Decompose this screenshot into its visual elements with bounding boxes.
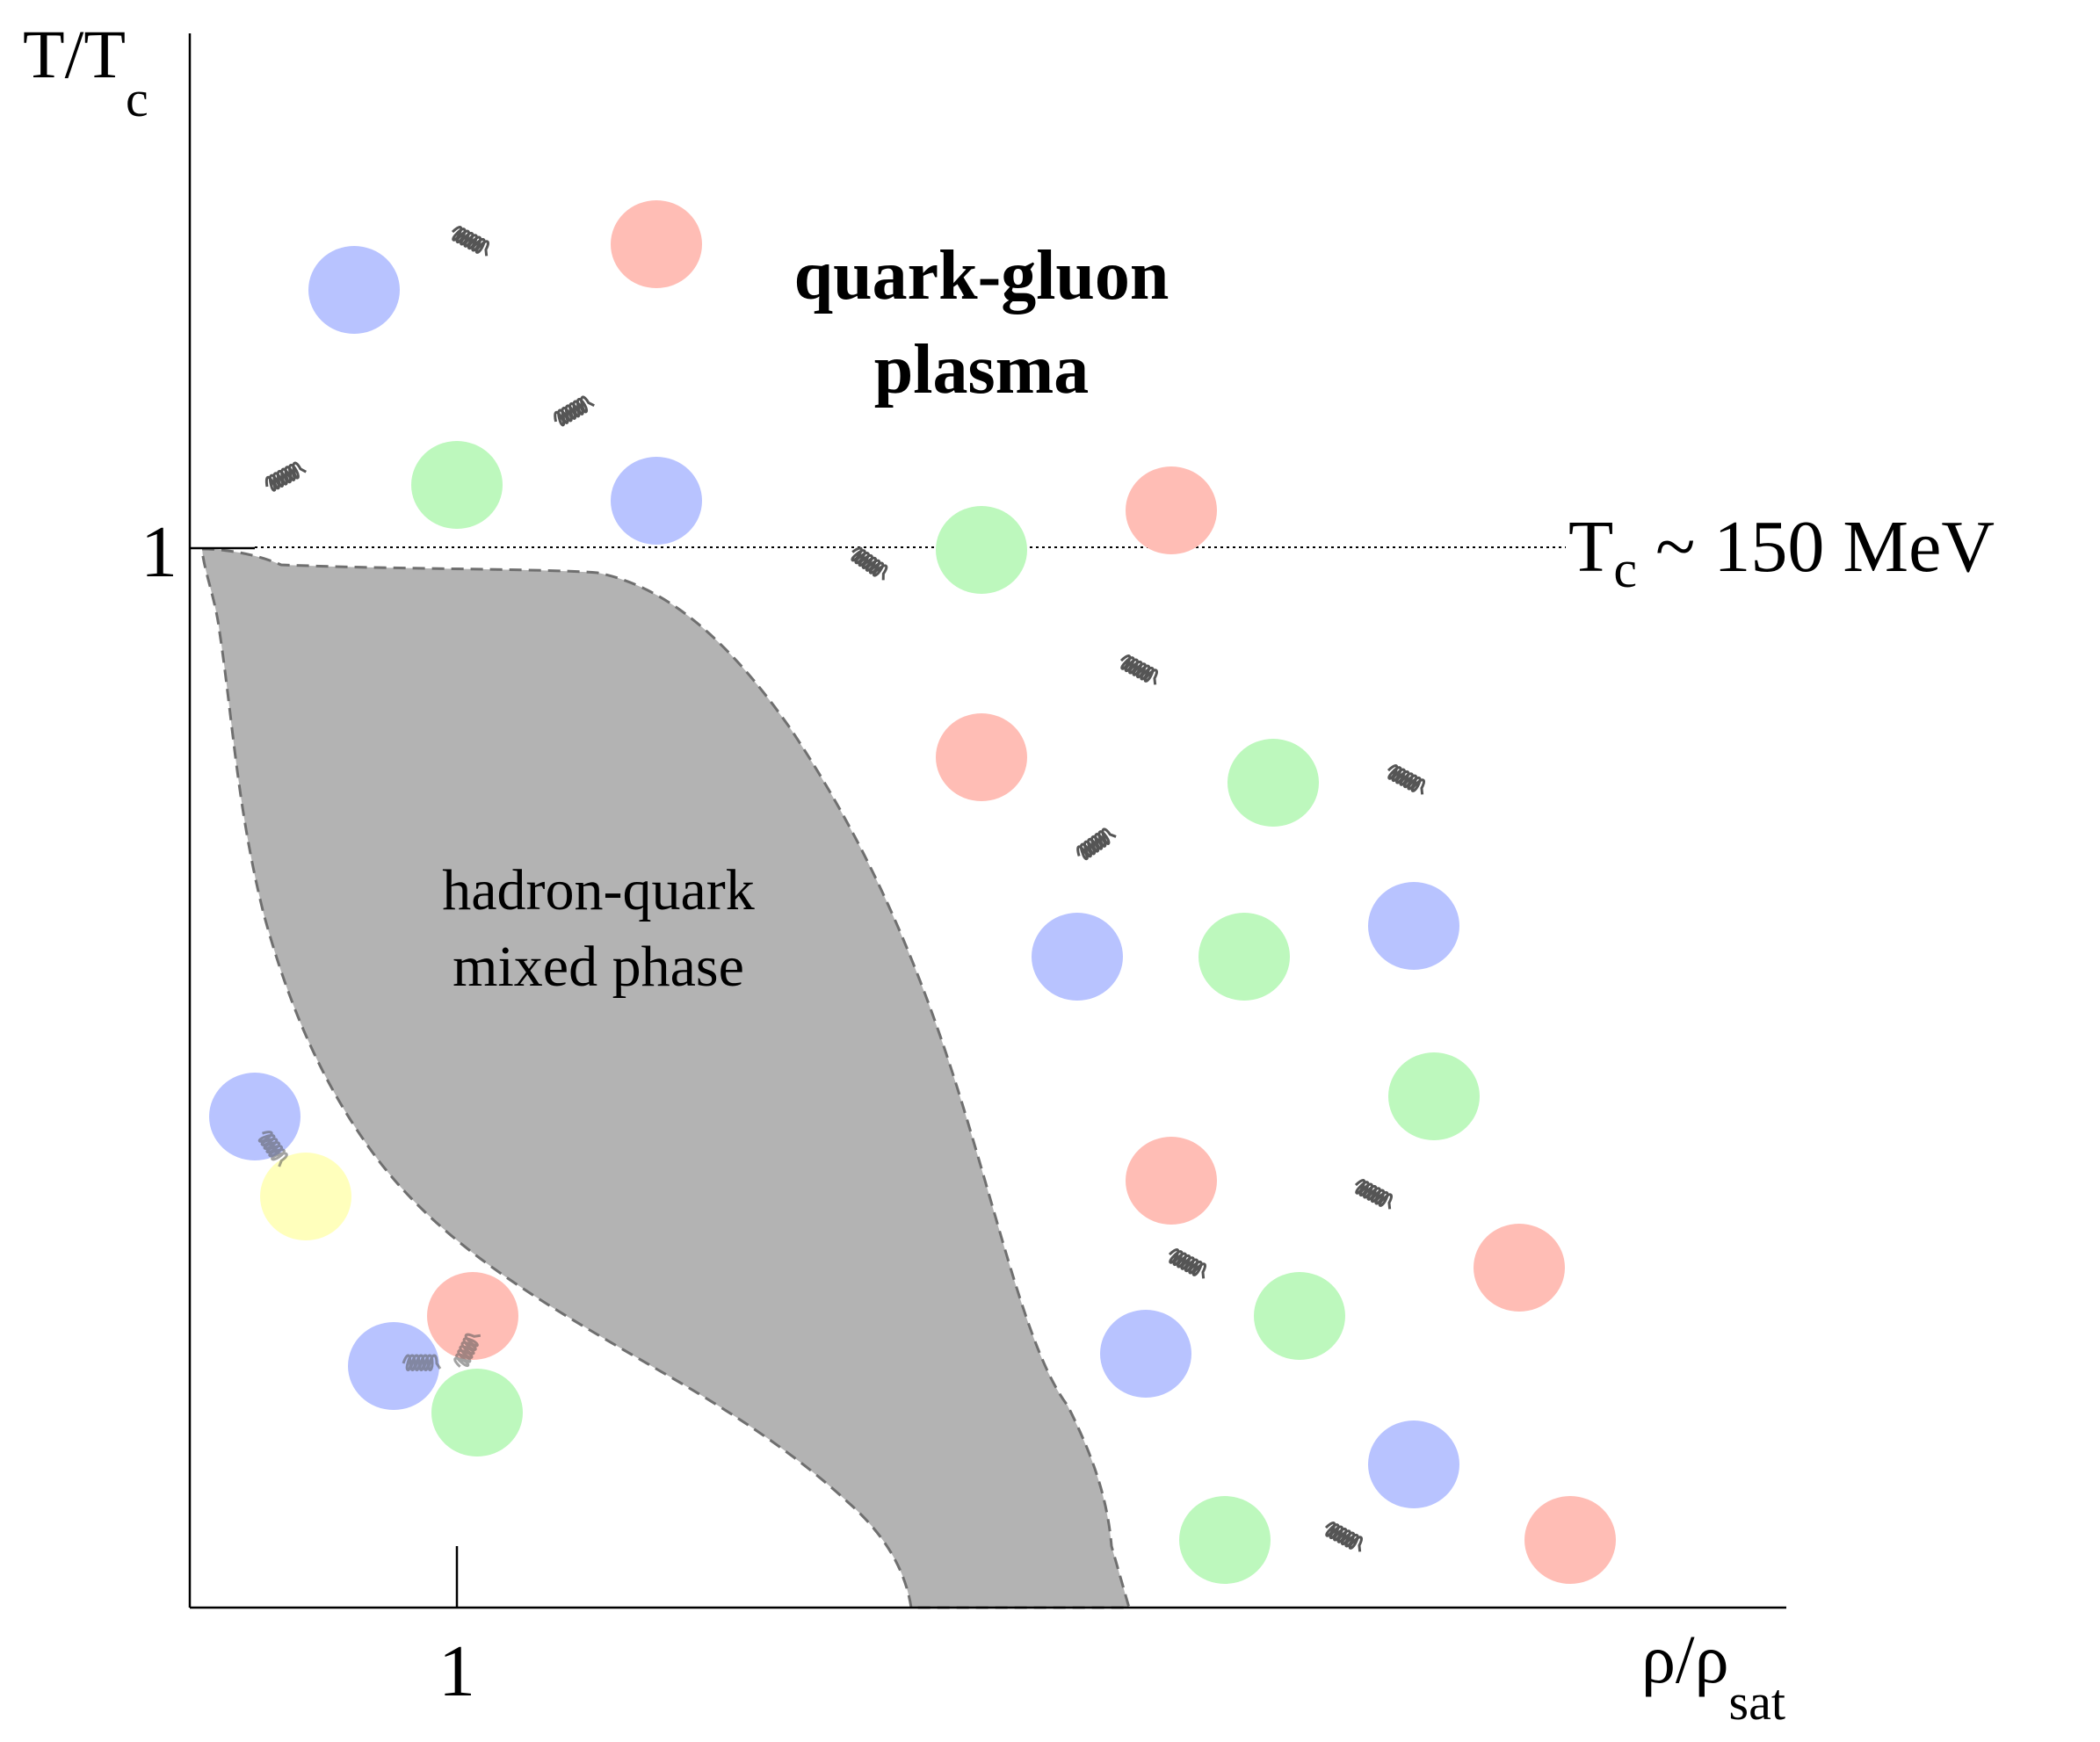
y-axis-label: T/Tc (23, 16, 148, 127)
quark-blob-icon (1254, 1272, 1345, 1360)
gluon-coil-icon (1354, 1179, 1393, 1210)
quark-blob-icon (1388, 1052, 1480, 1140)
quark-blob-icon (1032, 913, 1123, 1001)
quark-blob-icon (611, 457, 702, 545)
gluon-coil-icon (554, 395, 595, 427)
gluon-coil-icon (851, 546, 888, 581)
quark-blob-icon (431, 1369, 523, 1456)
x-axis-label: ρ/ρsat (1641, 1621, 1785, 1731)
critical-temperature-label: Tc ~ 150 MeV (1568, 506, 1995, 598)
quark-blob-icon (411, 441, 503, 529)
tc-label-sub: c (1613, 540, 1637, 598)
gluon-coil-icon (453, 1333, 482, 1368)
tc-label-rest: ~ 150 MeV (1637, 506, 1995, 588)
gluon-coil-icon (257, 1131, 288, 1167)
quark-blob-icon (1198, 913, 1290, 1001)
quark-blob-icon (1474, 1224, 1565, 1312)
quark-blob-icon (1126, 466, 1217, 554)
quark-blob-icon (936, 713, 1027, 801)
gluon-coil-icon (1168, 1248, 1206, 1279)
quark-blob-icon (1126, 1137, 1217, 1225)
particles (209, 200, 1616, 1584)
quark-blob-icon (348, 1322, 439, 1410)
tc-label-main: T (1568, 506, 1613, 588)
mixed-phase-label-line2: mixed phase (453, 935, 744, 999)
quark-blob-icon (611, 200, 702, 288)
qgp-label-line1: quark-gluon (794, 237, 1169, 314)
x-tick-label: 1 (438, 1630, 475, 1712)
quark-blob-icon (1368, 882, 1459, 970)
mixed-phase-region (200, 547, 1131, 1609)
gluon-coil-icon (451, 226, 489, 257)
quark-blob-icon (1100, 1310, 1191, 1398)
y-tick-label: 1 (141, 511, 177, 593)
quark-blob-icon (1227, 739, 1319, 827)
quark-blob-icon (1179, 1496, 1271, 1584)
y-axis-label-main: T/T (23, 16, 126, 92)
quark-blob-icon (209, 1073, 301, 1160)
quark-blob-icon (308, 246, 400, 334)
quark-blob-icon (1524, 1496, 1616, 1584)
mixed-phase-label-line1: hadron-quark (442, 858, 755, 922)
gluon-coil-icon (1387, 764, 1425, 795)
x-axis-label-sub: sat (1729, 1673, 1785, 1731)
quark-blob-icon (260, 1153, 351, 1240)
gluon-coil-icon (1076, 828, 1117, 861)
x-axis-label-main: ρ/ρ (1641, 1621, 1729, 1697)
quark-blob-icon (936, 506, 1027, 594)
gluon-coil-icon (1119, 654, 1158, 685)
quark-blob-icon (427, 1272, 518, 1360)
gluon-coil-icon (402, 1354, 442, 1371)
gluon-coil-icon (1324, 1522, 1363, 1552)
qgp-label-line2: plasma (874, 331, 1090, 408)
y-axis-label-sub: c (126, 70, 148, 127)
quark-blob-icon (1368, 1420, 1459, 1508)
gluon-coil-icon (264, 461, 308, 492)
